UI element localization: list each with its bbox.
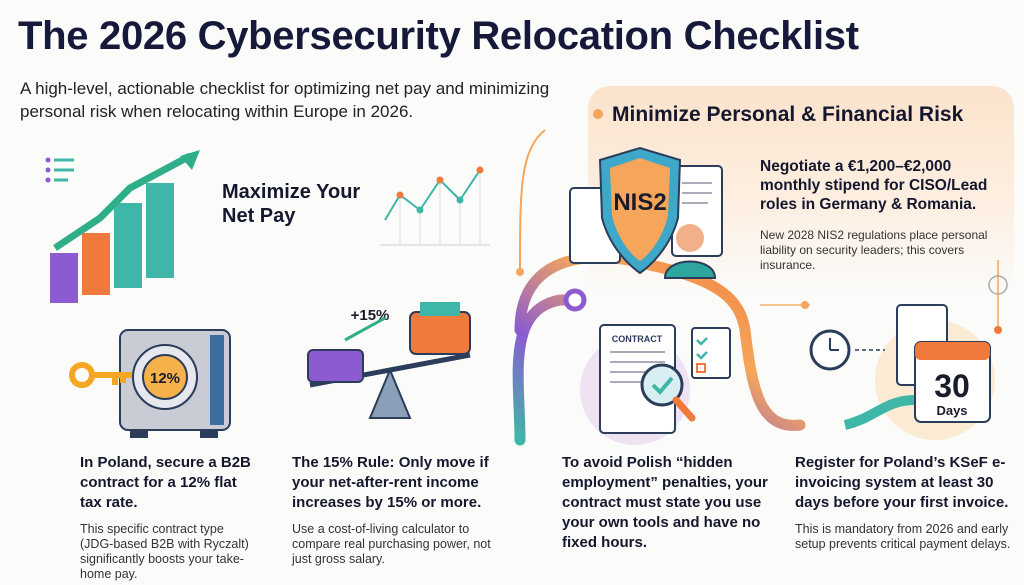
checklist-item-ksef: Register for Poland’s KSeF e-invoicing s… <box>795 453 1020 552</box>
item-heading: Register for Poland’s KSeF e-invoicing s… <box>795 454 1009 511</box>
item-heading: In Poland, secure a B2B contract for a 1… <box>80 454 251 511</box>
item-heading: To avoid Polish “hidden employment” pena… <box>562 454 768 551</box>
item-body: Use a cost-of-living calculator to compa… <box>292 522 491 566</box>
checklist-item-hidden-employment: To avoid Polish “hidden employment” pena… <box>562 453 772 553</box>
item-heading: The 15% Rule: Only move if your net-afte… <box>292 454 489 511</box>
page-title: The 2026 Cybersecurity Relocation Checkl… <box>18 14 859 58</box>
clock-calendar-icon: 30 Days <box>809 304 995 440</box>
calendar-unit: Days <box>936 403 967 418</box>
safe-with-key-icon: 12% <box>69 329 231 438</box>
risk-section-heading: Minimize Personal & Financial Risk <box>612 103 964 126</box>
calendar-number: 30 <box>934 368 970 404</box>
bullet-dot-icon <box>593 109 603 119</box>
growth-bar-chart-icon <box>45 150 200 303</box>
shield-label: NIS2 <box>613 189 666 216</box>
risk-sub-text: New 2028 NIS2 regulations place personal… <box>760 228 988 272</box>
item-body: This specific contract type (JDG-based B… <box>80 522 249 581</box>
checklist-item-15-rule: The 15% Rule: Only move if your net-afte… <box>292 453 492 567</box>
safe-badge: 12% <box>150 370 180 387</box>
item-body: This is mandatory from 2026 and early se… <box>795 522 1011 551</box>
nis2-shield-icon: NIS2 <box>569 146 723 279</box>
risk-main-text: Negotiate a €1,200–€2,000 monthly stipen… <box>760 158 988 213</box>
contract-review-icon: CONTRACT <box>580 324 731 445</box>
scale-badge: +15% <box>351 307 390 324</box>
contract-label: CONTRACT <box>612 334 663 344</box>
net-pay-heading: Maximize Your Net Pay <box>222 181 361 227</box>
line-chart-icon <box>380 166 490 246</box>
checklist-item-b2b: In Poland, secure a B2B contract for a 1… <box>80 453 260 582</box>
wallet-scale-icon: +15% <box>307 302 471 419</box>
page-subtitle: A high-level, actionable checklist for o… <box>20 79 550 121</box>
